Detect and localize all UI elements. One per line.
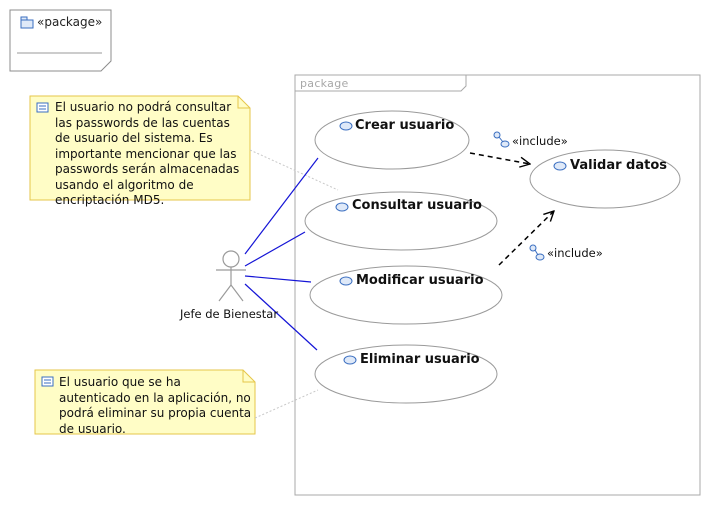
use-case-validar-datos[interactable]	[529, 149, 681, 209]
actor-figure[interactable]	[216, 250, 246, 302]
package-stereotype: «package»	[37, 15, 103, 29]
actor-label: Jefe de Bienestar	[180, 307, 279, 321]
package-icon	[20, 16, 34, 29]
frame-label: package	[300, 77, 349, 90]
note-anchor-consultar	[249, 149, 339, 191]
include-icon	[493, 131, 545, 261]
note-eliminar[interactable]	[34, 369, 256, 435]
include-label: «include»	[512, 134, 568, 148]
use-case-label: Modificar usuario	[356, 273, 484, 288]
package-box[interactable]	[9, 9, 112, 72]
use-case-label: Crear usuario	[355, 118, 455, 133]
association-crear[interactable]	[244, 157, 319, 255]
include-label: «include»	[547, 246, 603, 260]
note-anchor-eliminar	[254, 389, 319, 419]
association-consultar[interactable]	[244, 231, 306, 267]
use-case-icon	[335, 121, 567, 365]
note-md5[interactable]	[29, 95, 251, 201]
use-case-consultar-usuario[interactable]	[304, 191, 498, 251]
system-frame[interactable]	[294, 74, 701, 496]
use-case-modificar-usuario[interactable]	[309, 265, 503, 325]
note-icon	[36, 102, 49, 113]
note-md5-text: El usuario no podrá consultar las passwo…	[55, 100, 240, 207]
use-case-label: Validar datos	[570, 158, 668, 173]
use-case-label: Eliminar usuario	[360, 352, 480, 367]
use-case-eliminar-usuario[interactable]	[314, 344, 498, 404]
association-modificar[interactable]	[244, 275, 312, 283]
association-eliminar[interactable]	[244, 283, 318, 351]
note-icon	[41, 376, 54, 387]
include-modificar-validar[interactable]	[498, 211, 554, 266]
use-case-label: Consultar usuario	[352, 198, 482, 213]
note-eliminar-text: El usuario que se ha autenticado en la a…	[59, 375, 252, 436]
use-case-crear-usuario[interactable]	[314, 110, 470, 170]
include-crear-validar[interactable]	[469, 152, 530, 164]
